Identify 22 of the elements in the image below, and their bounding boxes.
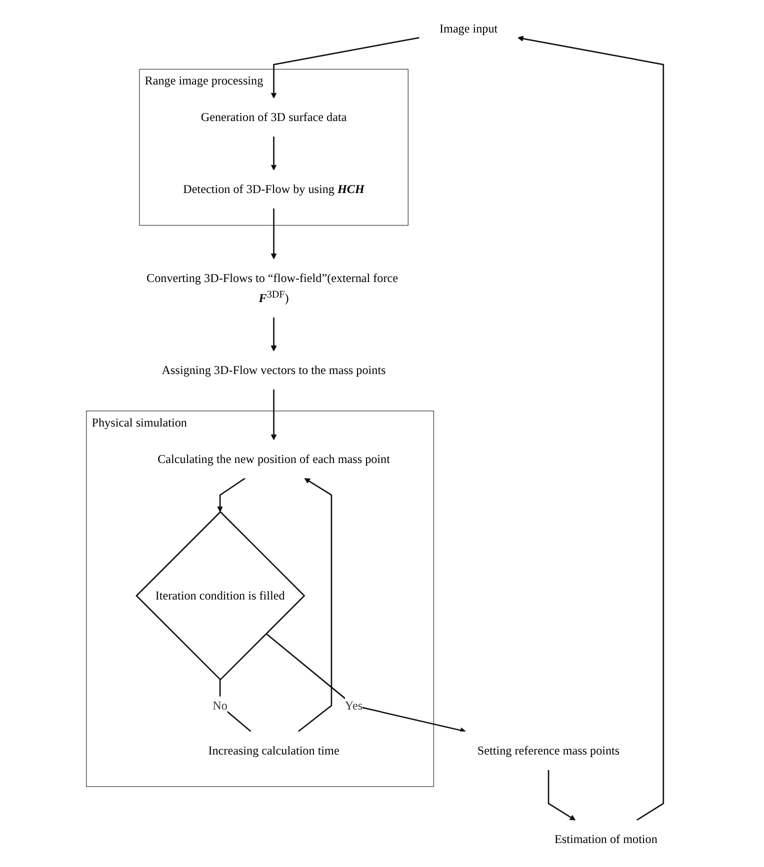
arrow [298, 477, 332, 732]
arrow [266, 632, 466, 733]
node-text: Detection of 3D-Flow by using HCH [183, 182, 364, 196]
arrow [217, 477, 246, 512]
arrow [270, 36, 420, 98]
arrow [270, 316, 277, 351]
node-text: Assigning 3D-Flow vectors to the mass points [162, 362, 386, 376]
node-text: Generation of 3D surface data [200, 110, 347, 124]
arrow [548, 769, 576, 820]
arrow [518, 35, 664, 820]
node-text: Increasing calculation time [208, 743, 340, 757]
node-text: Image input [440, 21, 498, 34]
edge-label: Yes [344, 698, 363, 712]
arrow [270, 388, 277, 440]
node-diamond: Iteration condition is filled [136, 510, 306, 680]
arrow [270, 208, 277, 259]
node-text: Converting 3D-Flows to “flow-field”(external force F$^{3DF}$) [146, 270, 398, 304]
edge-label: No [212, 698, 228, 712]
node-text: Estimation of motion [554, 832, 658, 846]
node-text: Calculating the new position of each mass point [158, 452, 390, 465]
arrow [270, 136, 277, 170]
node-text: Setting reference mass points [477, 743, 620, 757]
